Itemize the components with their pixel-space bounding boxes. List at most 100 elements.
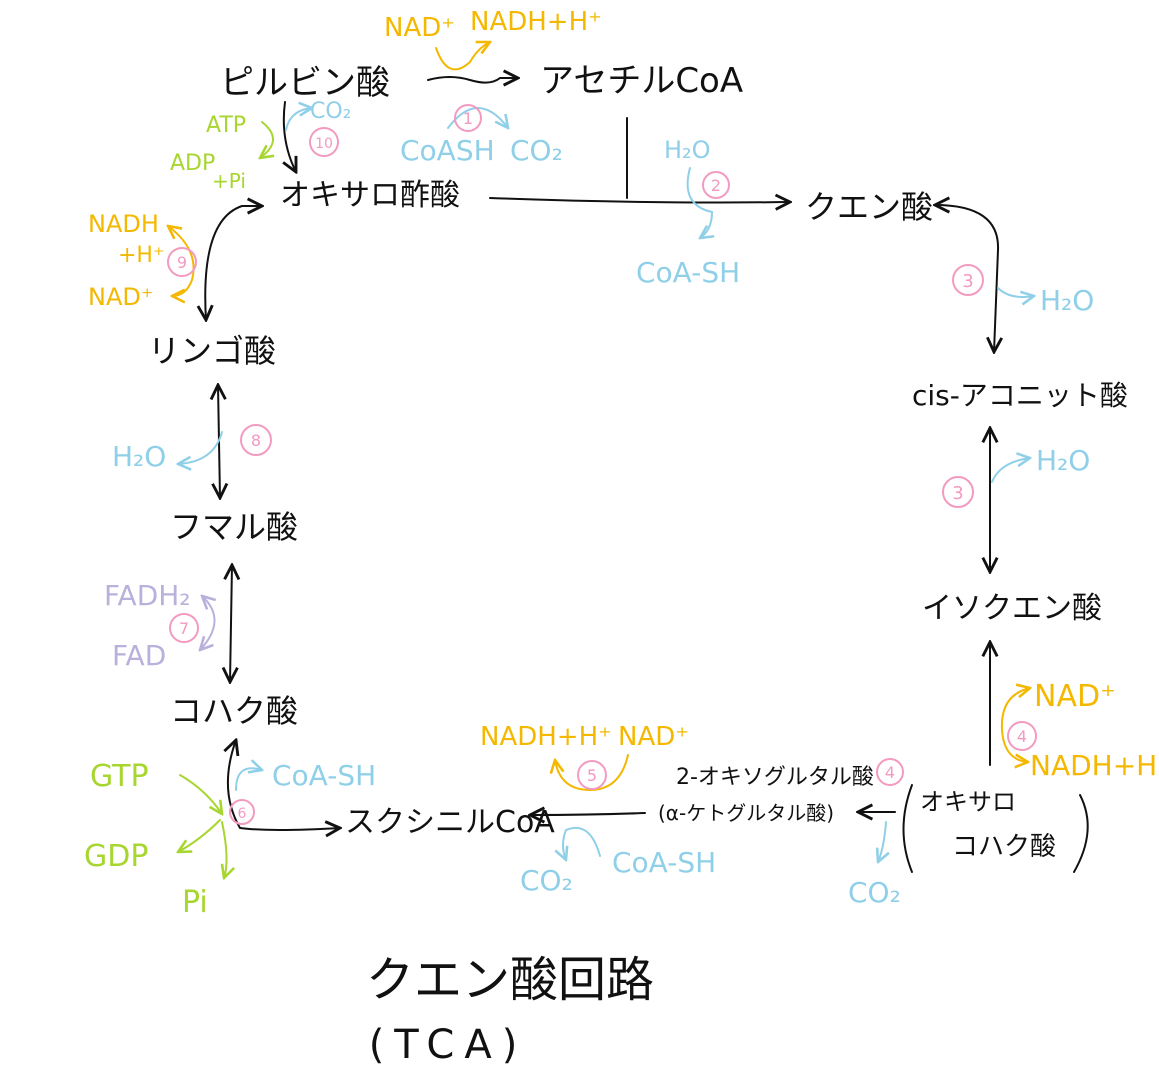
- arrow-h2o-cs: [686, 167, 712, 238]
- cofactor-scs-coash: CoA-SH: [272, 759, 376, 792]
- cofactor-kgdh-co2: CO₂: [520, 864, 573, 897]
- compound-succinyl-coa: スクシニルCoA: [345, 805, 555, 840]
- arrow-nad-kgdh: [555, 754, 629, 792]
- cofactor-kgdh-nad: NAD⁺: [618, 722, 689, 752]
- arrow-pi-scs: [222, 821, 227, 878]
- enzyme-circle-3b: [942, 476, 974, 508]
- cofactor-scs-gdp: GDP: [84, 839, 148, 874]
- cofactor-acon2-h2o: H₂O: [1036, 444, 1090, 477]
- enzyme-circle-9: [167, 247, 197, 277]
- cofactor-scs-gtp: GTP: [90, 759, 149, 794]
- arrow-coash-kgdh: [563, 826, 601, 860]
- enzyme-number-5: 5: [587, 766, 597, 785]
- arrow-coash-scs: [235, 768, 262, 791]
- arrow-h2o-acon2: [991, 458, 1030, 483]
- enzyme-circle-10: [309, 127, 339, 157]
- cofactor-mdh-nadh: NADH: [88, 210, 159, 238]
- compound-cis-aconitate: cis-アコニット酸: [912, 379, 1128, 412]
- enzyme-number-7: 7: [179, 619, 189, 638]
- enzyme-number-4a: 4: [1017, 727, 1027, 746]
- compound-pyruvate: ピルビン酸: [220, 63, 390, 103]
- enzyme-number-9: 9: [177, 253, 187, 272]
- enzyme-number-2: 2: [711, 176, 721, 195]
- arrow-gdp-scs: [178, 819, 221, 852]
- diagram-subtitle: (TCA): [369, 1022, 528, 1068]
- enzyme-circle-2: [702, 171, 730, 199]
- compound-oxaloacetate: オキサロ酢酸: [280, 178, 460, 213]
- cofactors: NAD⁺ NADH+H⁺ NAD⁺ NADH+H⁺ NADH+H⁺ NAD⁺ N…: [84, 7, 1159, 920]
- cofactor-acon1-h2o: H₂O: [1040, 284, 1094, 317]
- cofactor-pdh-coash: CoASH: [400, 134, 495, 167]
- arrow-oxaloacetate-to-citrate: [489, 198, 790, 203]
- arrow-co2-pc: [285, 108, 312, 131]
- cofactor-idh-nadh: NADH+H⁺: [1030, 749, 1159, 782]
- cofactor-pc-atp: ATP: [206, 113, 246, 138]
- compound-oxalosuccinate-line1: オキサロ: [920, 788, 1016, 816]
- enzyme-number-10: 10: [315, 136, 333, 152]
- enzyme-number-3a: 3: [962, 271, 973, 292]
- enzyme-circle-7: [169, 613, 199, 643]
- compound-ketoglutarate-line2: (α-ケトグルタル酸): [658, 801, 834, 825]
- arrow-coash-pdh: [447, 107, 508, 128]
- enzyme-number-4b: 4: [885, 763, 895, 782]
- compound-oxalosuccinate-line2: コハク酸: [952, 832, 1056, 862]
- cofactor-cs-coash: CoA-SH: [636, 256, 740, 289]
- compound-fumarate: フマル酸: [170, 508, 298, 546]
- arrow-h2o-fum: [178, 431, 223, 464]
- bracket-left: [902, 784, 913, 873]
- arrow-nad-mdh: [168, 226, 195, 296]
- enzyme-circle-3a: [952, 264, 984, 296]
- enzyme-circle-5: [577, 760, 607, 790]
- compound-malate: リンゴ酸: [148, 332, 276, 370]
- cofactor-idh-co2: CO₂: [848, 876, 901, 909]
- arrow-gtp-scs: [179, 774, 222, 814]
- arrow-co2-idh: [878, 821, 886, 862]
- compound-ketoglutarate-line1: 2-オキソグルタル酸: [676, 765, 874, 790]
- cofactor-mdh-h: +H⁺: [118, 243, 165, 268]
- cofactor-pc-co2: CO₂: [310, 99, 352, 124]
- cofactor-pc-pi: +Pi: [212, 169, 246, 193]
- compound-citrate: クエン酸: [805, 188, 933, 226]
- compound-succinate: コハク酸: [170, 692, 298, 730]
- enzyme-markers: [167, 104, 1037, 825]
- arrow-pyruvate-to-oxaloacetate: [284, 101, 296, 172]
- compound-isocitrate: イソクエン酸: [922, 591, 1102, 626]
- arrow-nad-idh: [1000, 688, 1030, 762]
- arrow-atp-pc: [260, 121, 273, 158]
- arrow-fumarate-succinate: [230, 565, 232, 682]
- arrow-citrate-to-cisaconitate: [935, 205, 998, 352]
- cofactor-pdh-co2: CO₂: [510, 134, 563, 167]
- arrow-nad-pdh: [435, 42, 490, 71]
- enzyme-number-8: 8: [251, 431, 261, 450]
- title-block: クエン酸回路 (TCA): [366, 952, 654, 1068]
- cofactor-mdh-nad: NAD⁺: [88, 283, 154, 311]
- cofactor-kgdh-nadh: NADH+H⁺: [480, 722, 612, 752]
- side-arrows: [168, 42, 1034, 878]
- arrow-malate-oxaloacetate: [205, 206, 262, 320]
- enzyme-circle-4b: [876, 758, 904, 786]
- bracket-right: [1073, 794, 1089, 873]
- cofactor-pdh-nad: NAD⁺: [384, 13, 455, 43]
- main-arrows: [205, 77, 1089, 873]
- cofactor-fum-h2o: H₂O: [112, 440, 166, 473]
- enzyme-number-6: 6: [238, 806, 247, 822]
- cofactor-cs-h2o: H₂O: [664, 136, 711, 164]
- compound-acetyl-coa: アセチルCoA: [540, 61, 743, 101]
- arrow-ketoglutarate-to-succinylcoa: [530, 813, 646, 815]
- enzyme-circle-4a: [1007, 721, 1037, 751]
- enzyme-circle-8: [240, 424, 272, 456]
- enzyme-number-3b: 3: [952, 483, 963, 504]
- enzyme-number-1: 1: [463, 109, 473, 128]
- arrow-h2o-acon1: [997, 287, 1034, 297]
- cofactor-sdh-fad: FAD: [112, 639, 166, 672]
- cofactor-pdh-nadh: NADH+H⁺: [470, 7, 602, 37]
- cofactor-idh-nad: NAD⁺: [1034, 679, 1116, 714]
- compounds: ピルビン酸 アセチルCoA オキサロ酢酸 クエン酸 cis-アコニット酸 イソク…: [148, 61, 1128, 862]
- cofactor-scs-pi: Pi: [182, 885, 208, 920]
- diagram-title: クエン酸回路: [366, 952, 654, 1008]
- enzyme-circle-1: [454, 104, 482, 132]
- arrow-pyruvate-to-acetylcoa: [427, 77, 518, 83]
- cofactor-pc-adp: ADP: [170, 151, 215, 176]
- cofactor-sdh-fadh2: FADH₂: [104, 579, 191, 612]
